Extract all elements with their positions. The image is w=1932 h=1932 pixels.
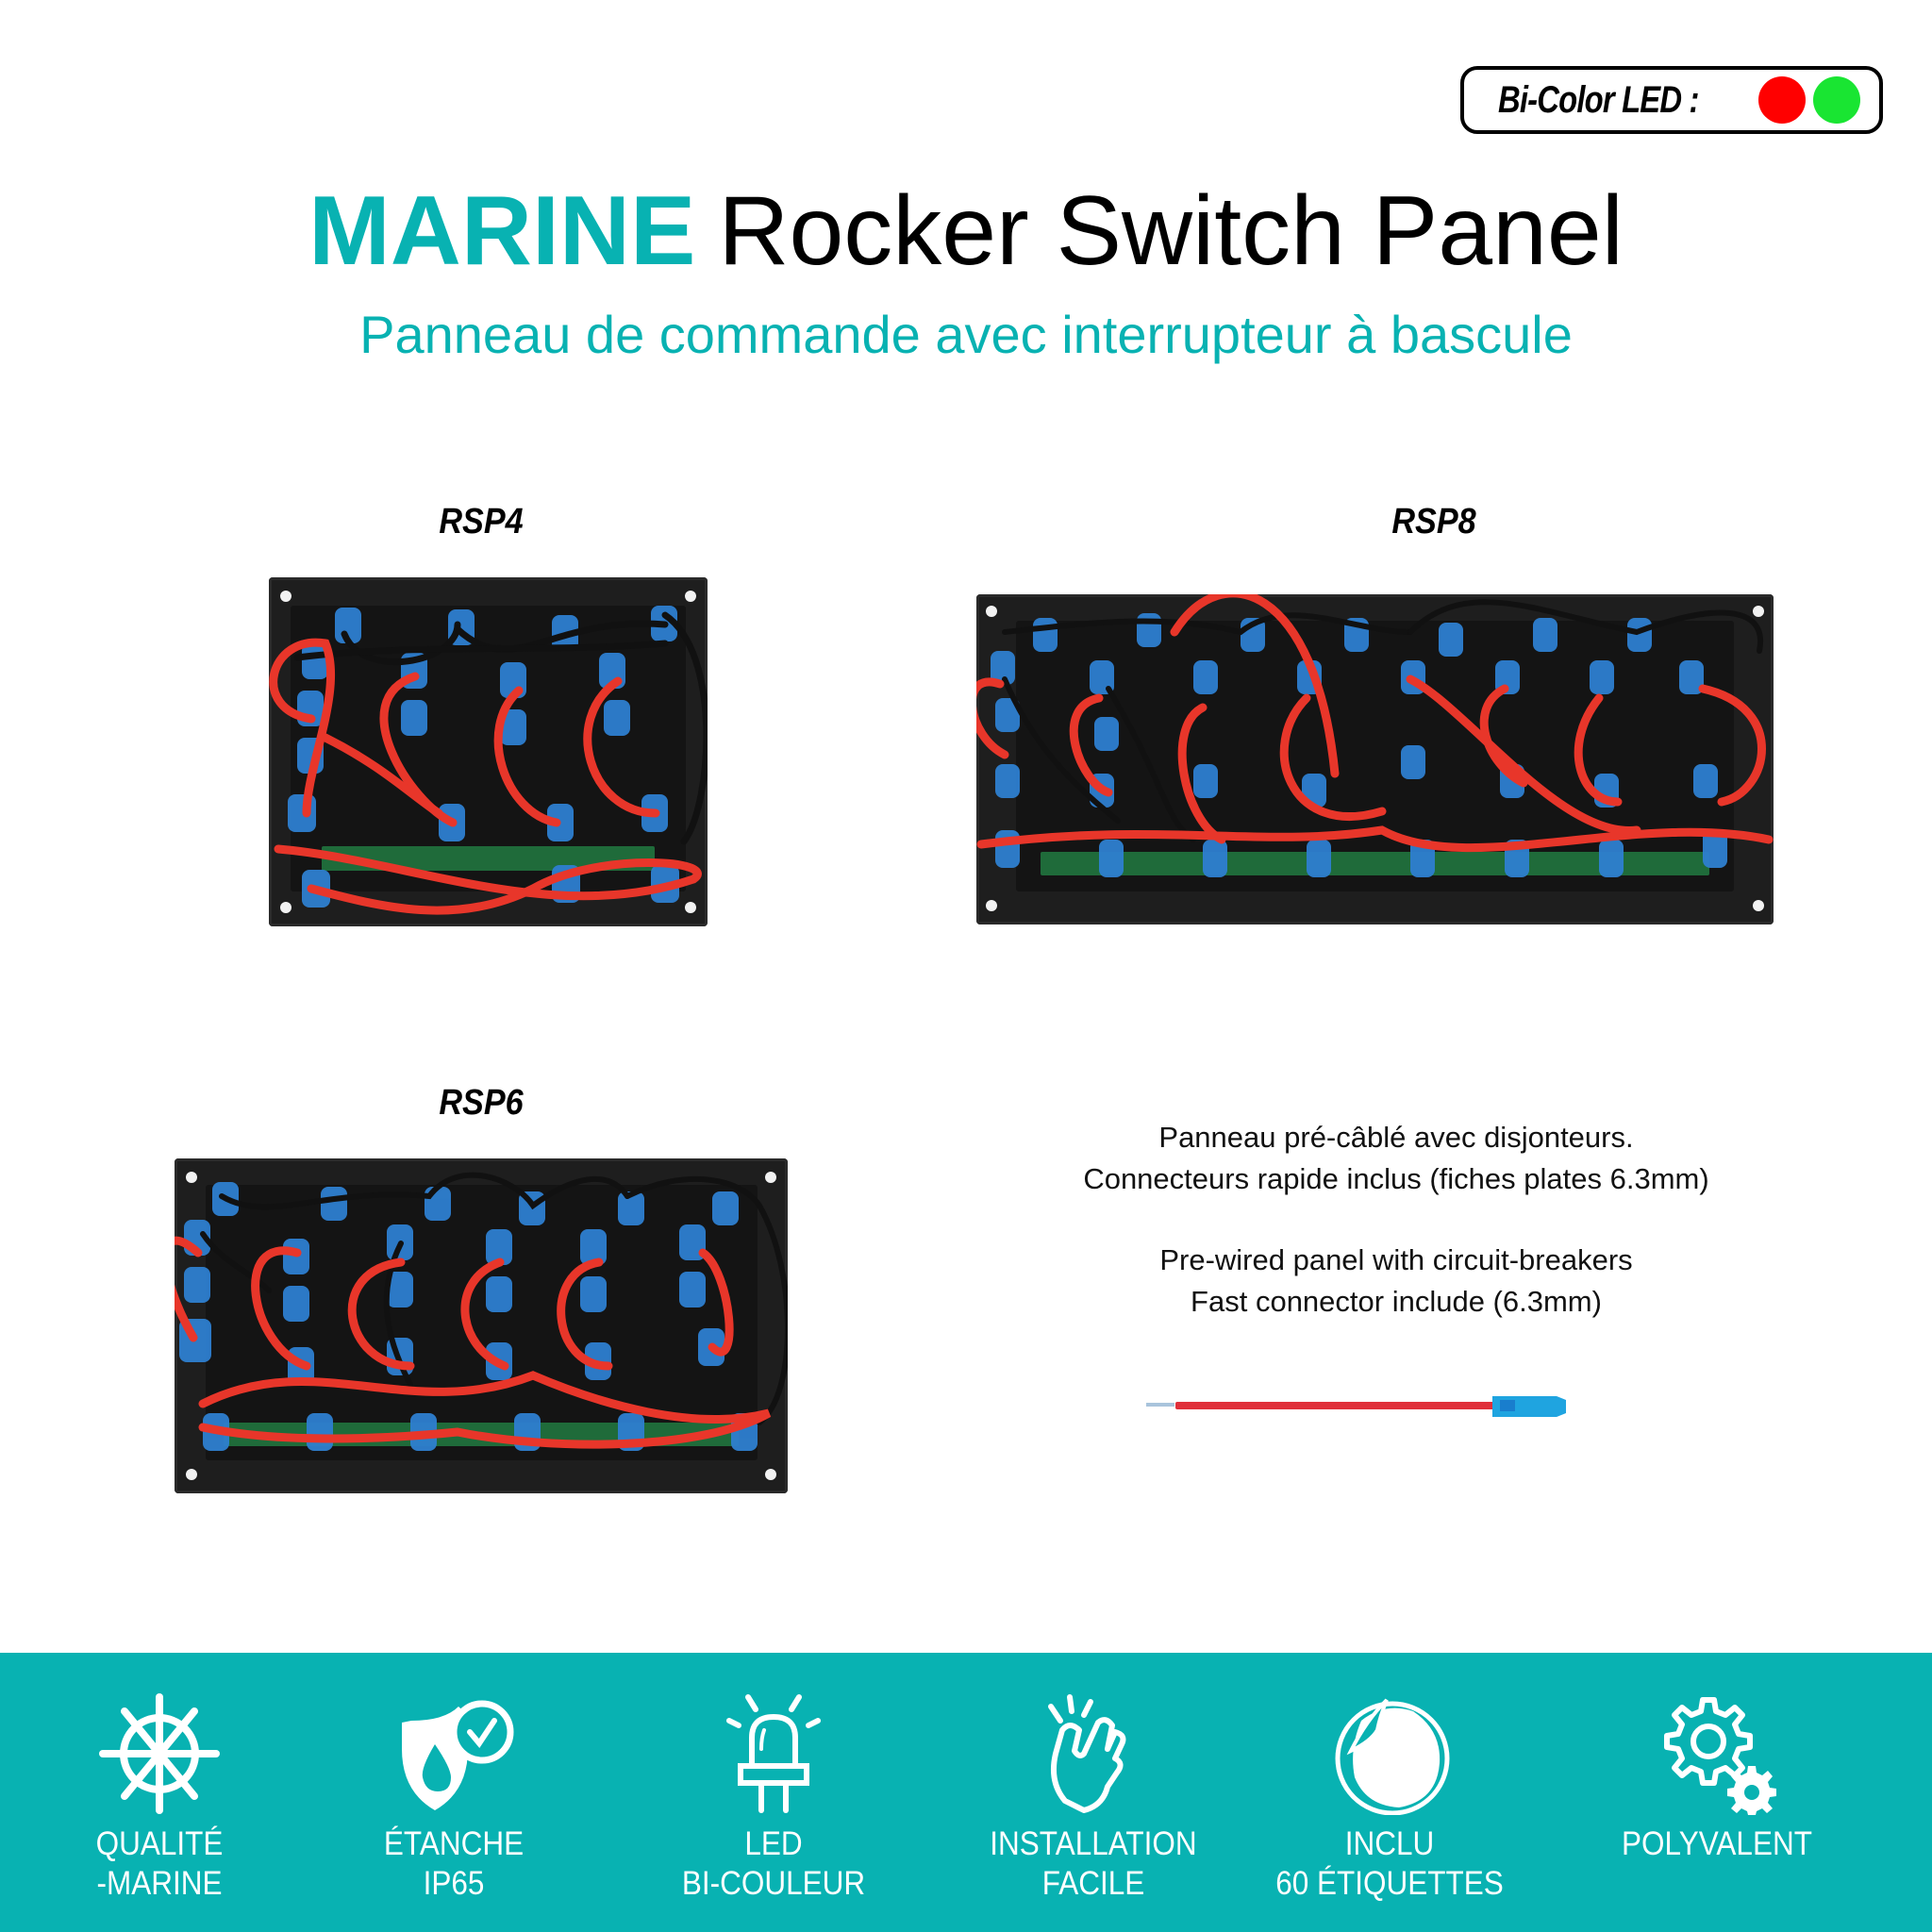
title-accent: MARINE xyxy=(308,176,696,286)
description-en-line1: Pre-wired panel with circuit-breakers xyxy=(1159,1243,1633,1276)
product-image-rsp4 xyxy=(269,577,708,926)
feature-label: POLYVALENT xyxy=(1622,1825,1812,1862)
product-label-rsp8: RSP8 xyxy=(1391,502,1476,541)
features-band: QUALITÉ -MARINE ÉTANCHE IP65 xyxy=(0,1653,1932,1932)
feature-label: QUALITÉ -MARINE xyxy=(95,1825,224,1902)
product-label-rsp4: RSP4 xyxy=(439,502,524,541)
sticker-label-icon xyxy=(1335,1698,1450,1815)
description-fr-line2: Connecteurs rapide inclus (fiches plates… xyxy=(1083,1162,1709,1195)
feature-bicolor-led: LED BI-COULEUR xyxy=(632,1653,915,1932)
bi-color-led-badge: Bi-Color LED : xyxy=(1460,66,1883,134)
gears-icon xyxy=(1664,1697,1776,1815)
waterproof-shield-icon xyxy=(402,1700,514,1810)
feature-labels-included: INCLU 60 ÉTIQUETTES xyxy=(1248,1653,1531,1932)
snap-finger-hand-icon xyxy=(1048,1694,1126,1813)
product-image-rsp6 xyxy=(175,1158,788,1493)
title-rest: Rocker Switch Panel xyxy=(718,176,1624,286)
wiring-illustration xyxy=(269,606,708,915)
description-fr-line1: Panneau pré-câblé avec disjonteurs. xyxy=(1158,1121,1634,1154)
feature-waterproof: ÉTANCHE IP65 xyxy=(312,1653,595,1932)
feature-label: LED BI-COULEUR xyxy=(681,1825,866,1902)
led-green-dot xyxy=(1813,76,1860,124)
page-subtitle: Panneau de commande avec interrupteur à … xyxy=(359,305,1573,364)
wiring-illustration xyxy=(175,1172,788,1451)
feature-versatile: POLYVALENT xyxy=(1575,1653,1858,1932)
product-image-rsp8 xyxy=(976,594,1774,924)
product-label-rsp6: RSP6 xyxy=(439,1083,524,1123)
feature-easy-install: INSTALLATION FACILE xyxy=(952,1653,1235,1932)
description-english: Pre-wired panel with circuit-breakers Fa… xyxy=(981,1240,1811,1323)
led-bulb-icon xyxy=(726,1694,821,1813)
description-en-line2: Fast connector include (6.3mm) xyxy=(1191,1285,1602,1318)
fast-connector-wire-image xyxy=(1146,1396,1566,1417)
feature-label: INSTALLATION FACILE xyxy=(990,1825,1197,1902)
ship-wheel-icon xyxy=(99,1693,220,1814)
feature-label: ÉTANCHE IP65 xyxy=(383,1825,525,1902)
feature-label: INCLU 60 ÉTIQUETTES xyxy=(1275,1825,1504,1902)
led-red-dot xyxy=(1758,76,1806,124)
badge-label: Bi-Color LED : xyxy=(1498,78,1699,121)
feature-marine-quality: QUALITÉ -MARINE xyxy=(18,1653,301,1932)
description-french: Panneau pré-câblé avec disjonteurs. Conn… xyxy=(981,1117,1811,1200)
wiring-illustration xyxy=(976,594,1774,877)
